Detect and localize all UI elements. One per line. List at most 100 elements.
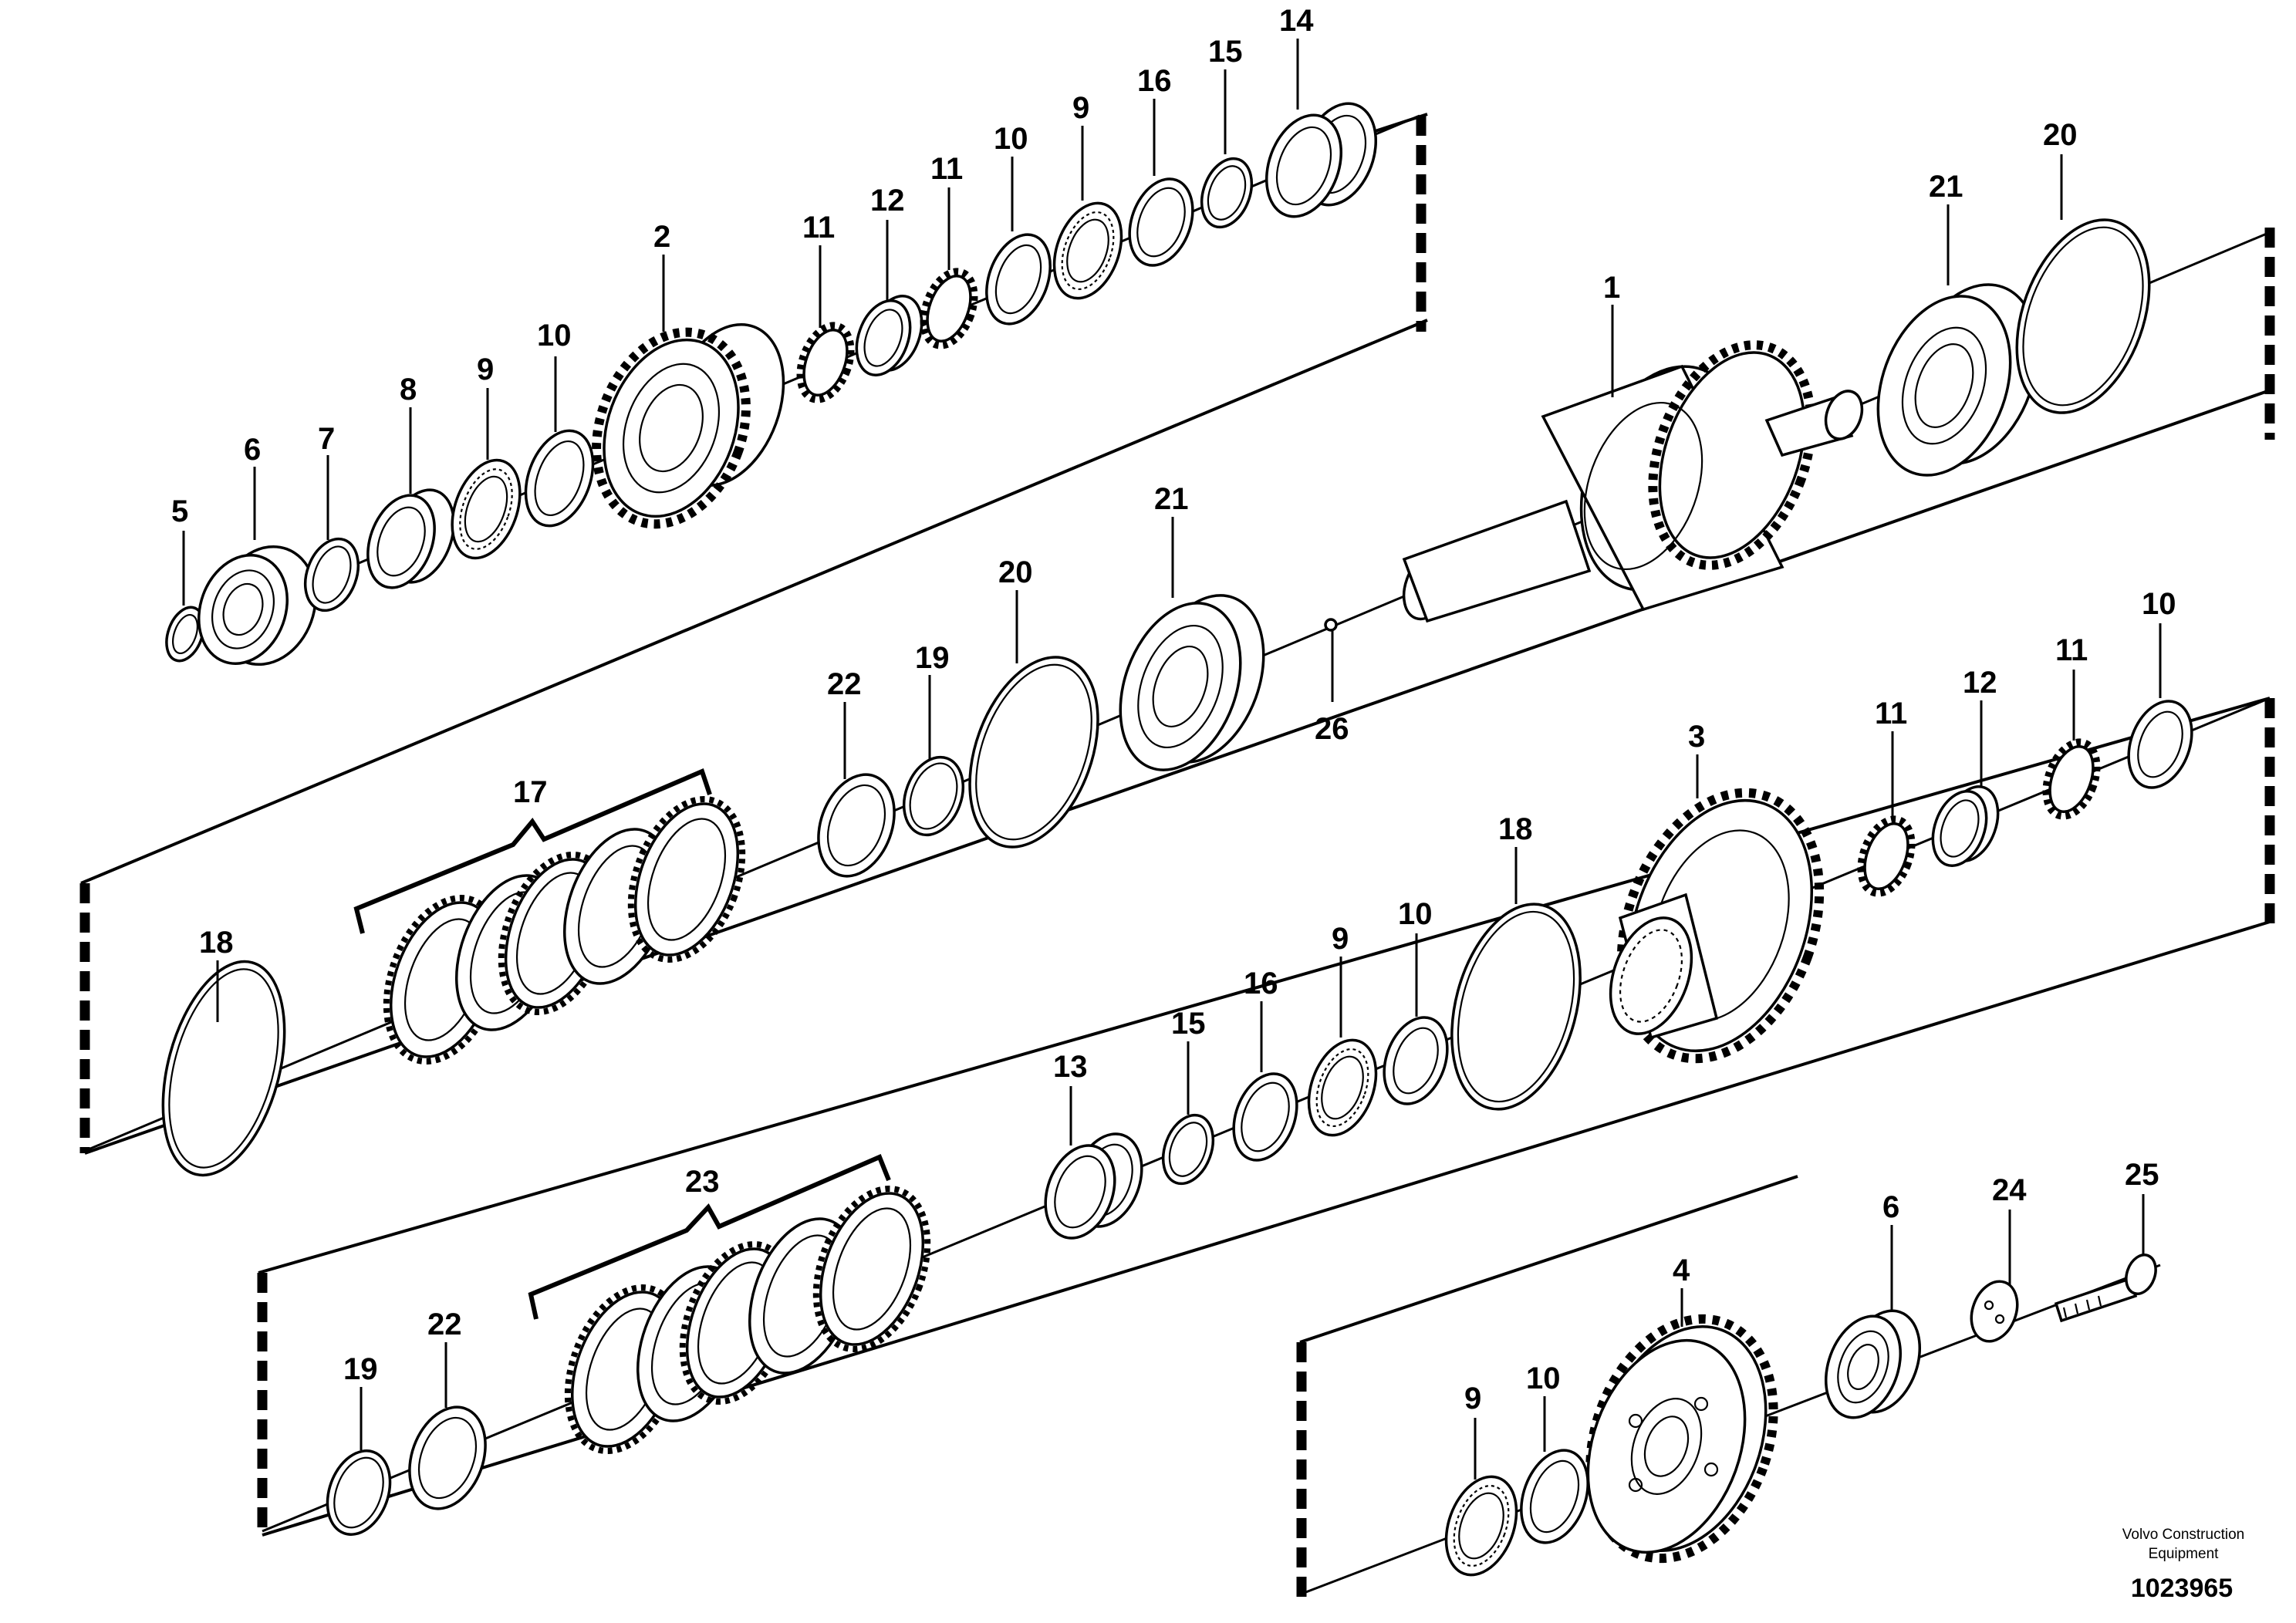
callout-13: 13 [1053,1050,1088,1084]
callout-10: 10 [1526,1361,1561,1395]
callout-9: 9 [477,353,494,386]
part-2-gear [592,322,785,529]
callout-10: 10 [994,122,1028,156]
part-21-carrier [1876,283,2039,477]
callout-9: 9 [1464,1382,1481,1415]
part-22-washer-b [408,1405,487,1510]
part-25-bolt [2054,1254,2157,1323]
panel-4: 9 10 4 6 24 25 [1296,1158,2161,1601]
part-20-ring [968,656,1099,849]
panel-1: 5 6 7 8 9 10 2 11 12 11 10 9 16 15 14 [80,4,1428,885]
callout-18: 18 [199,926,234,960]
callout-7: 7 [318,422,335,456]
part-3-gear [1609,788,1825,1064]
part-8-bearing-race [366,488,455,589]
callout-3: 3 [1688,720,1705,754]
footer: Volvo Construction Equipment 1023965 [2122,1527,2244,1603]
part-11-needle-bearing-c [1857,815,1916,897]
part-7-circlip [303,537,360,612]
part-11-needle-bearing-a [796,322,855,403]
part-6-ball-bearing-b [1824,1309,1922,1419]
callout-22: 22 [427,1308,462,1341]
panel-2: 18 17 22 19 20 21 26 1 21 20 [79,118,2275,1177]
callout-1: 1 [1603,271,1620,305]
callout-17: 17 [513,775,548,809]
part-11-needle-bearing-d [2042,738,2101,820]
callout-20: 20 [998,555,1033,589]
callout-15: 15 [1171,1007,1206,1041]
callout-21: 21 [1929,170,1963,204]
callout-4: 4 [1673,1254,1690,1287]
callout-9: 9 [1332,922,1349,956]
part-10-thrust-washer-b [985,233,1052,326]
part-22-washer [817,773,896,878]
part-26-ball [1324,618,1338,632]
part-20-ring-b [2015,218,2151,414]
part-24-lock-plate [1970,1280,2019,1343]
part-14-washer-pair [1264,102,1378,218]
part-16-ring [1128,177,1194,267]
callout-15: 15 [1208,35,1243,69]
callout-11: 11 [930,152,963,186]
callout-10: 10 [1398,897,1433,931]
part-12-sleeve-b [1931,785,2000,867]
callout-18: 18 [1498,812,1533,846]
part-18-ring [161,960,286,1177]
callout-22: 22 [827,667,862,701]
part-5-snap-ring [165,606,205,663]
callout-12: 12 [870,184,905,218]
callout-25: 25 [2125,1158,2159,1192]
callout-16: 16 [1244,967,1278,1000]
callout-5: 5 [171,494,188,528]
callout-8: 8 [400,373,417,407]
part-16-ring-b [1232,1072,1298,1162]
part-9-needle-thrust-bearing [451,458,522,560]
document-number: 1023965 [2131,1574,2233,1603]
callout-26: 26 [1315,712,1349,746]
company-name-line-2: Equipment [2149,1546,2220,1562]
part-23-clutch-disc-pack [564,1186,931,1454]
callout-19: 19 [343,1352,378,1386]
callout-21: 21 [1154,482,1189,516]
callout-23: 23 [685,1165,720,1199]
part-9-needle-thrust-bearing-d [1444,1475,1518,1577]
callout-6: 6 [1882,1190,1899,1224]
callout-20: 20 [2043,118,2078,152]
callout-16: 16 [1137,64,1172,98]
part-19-ring [903,755,964,837]
panel-3: 19 22 23 13 15 16 9 10 18 3 11 12 11 10 [257,587,2275,1537]
company-name-line-1: Volvo Construction [2122,1527,2244,1543]
part-19-ring-b [326,1449,392,1536]
part-10-thrust-washer [524,429,595,528]
brace-17 [353,768,712,934]
part-15-circlip-b [1161,1113,1215,1186]
part-11-needle-bearing-b [920,268,978,349]
part-21-piston [1119,594,1265,771]
part-18-ring-b [1450,903,1582,1111]
part-17-clutch-disc-pack [383,796,746,1065]
callout-9: 9 [1072,91,1089,125]
part-10-thrust-washer-e [1520,1449,1589,1544]
callout-11: 11 [802,211,835,245]
callout-24: 24 [1992,1173,2027,1207]
callout-6: 6 [244,433,261,467]
part-12-sleeve-a [855,295,923,376]
callout-10: 10 [2142,587,2176,621]
part-13-washer-pair [1044,1132,1143,1240]
callout-12: 12 [1963,666,1997,700]
callout-10: 10 [537,319,572,353]
part-10-thrust-washer-d [2127,700,2193,789]
part-15-circlip [1200,157,1254,229]
part-4-gear [1585,1314,1778,1564]
part-1-shaft-drum [1402,340,1864,623]
part-10-thrust-washer-c [1383,1016,1449,1105]
callout-19: 19 [915,641,950,675]
callout-11: 11 [2055,633,2088,667]
part-9-needle-thrust-bearing-c [1307,1038,1378,1137]
callout-11: 11 [1875,697,1907,731]
part-6-ball-bearing [198,545,317,666]
callout-2: 2 [653,220,670,254]
brace-23 [528,1154,891,1320]
callout-14: 14 [1279,4,1314,38]
